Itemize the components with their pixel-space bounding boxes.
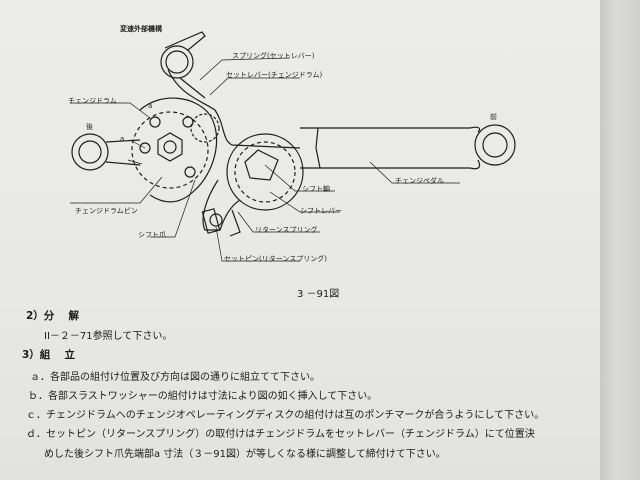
label-rear: 後: [86, 123, 93, 131]
label-set-pin-return-spring: セットピン(リターンスプリング): [224, 255, 327, 263]
shift-shaft: [244, 149, 279, 181]
disassembly-text: II－２－71参照して下さい。: [44, 331, 173, 342]
label-dim-a-bottom: a: [120, 135, 125, 143]
section-heading-assembly: 3）組 立: [22, 349, 75, 361]
label-spring-set-lever: スプリング(セットレバー): [232, 52, 315, 60]
label-shift-claw: シフト爪: [138, 231, 166, 239]
figure-caption: 3 －91図: [297, 289, 340, 300]
set-pin: [209, 213, 223, 227]
figure-title: 変速外部機構: [120, 25, 162, 33]
hex-nut: [157, 132, 183, 162]
label-change-drum-pin: チェンジドラムピン: [75, 207, 138, 215]
label-shift-shaft: シフト軸: [302, 185, 330, 193]
assembly-item-c: ｃ．チェンジドラムへのチェンジオペレーティングディスクの組付けは互のポンチマーク…: [26, 410, 545, 421]
label-set-lever-change-drum: セットレバー(チェンジドラム): [226, 71, 323, 79]
label-return-spring: リターンスプリング: [255, 226, 318, 234]
assembly-item-d-cont: めした後シフト爪先端部a 寸法（３－91図）が等しくなる様に調整して締付けて下さ…: [44, 449, 446, 460]
shift-mechanism-diagram: [70, 31, 516, 262]
section-heading-disassembly: 2）分 解: [26, 310, 79, 322]
change-pedal-arm: [300, 127, 470, 169]
assembly-item-d: ｄ．セットピン（リターンスプリング）の取付けはチェンジドラムをセットレバー（チェ…: [26, 429, 535, 440]
shift-claw: [202, 179, 241, 231]
label-change-pedal: チェンジペダル: [395, 177, 444, 185]
shift-lever: [226, 133, 304, 211]
change-drum-plate: [139, 97, 218, 203]
rear-eye: [71, 133, 109, 171]
label-shift-lever: シフトレバー: [300, 207, 342, 215]
document-page: [0, 0, 600, 480]
label-dim-a-top: a: [148, 102, 153, 110]
assembly-item-b: ｂ．各部スラストワッシャーの組付けは寸法により図の如く挿入して下さい。: [28, 391, 378, 402]
spring-coil: [160, 31, 206, 99]
label-front: 前: [490, 113, 497, 121]
front-eye: [474, 124, 516, 166]
label-change-drum: チェンジドラム: [68, 97, 117, 105]
set-lever: [167, 69, 301, 149]
assembly-item-a: ａ．各部品の組付け位置及び方向は図の通りに組立てて下さい。: [30, 372, 320, 383]
page-edge: [600, 0, 640, 480]
